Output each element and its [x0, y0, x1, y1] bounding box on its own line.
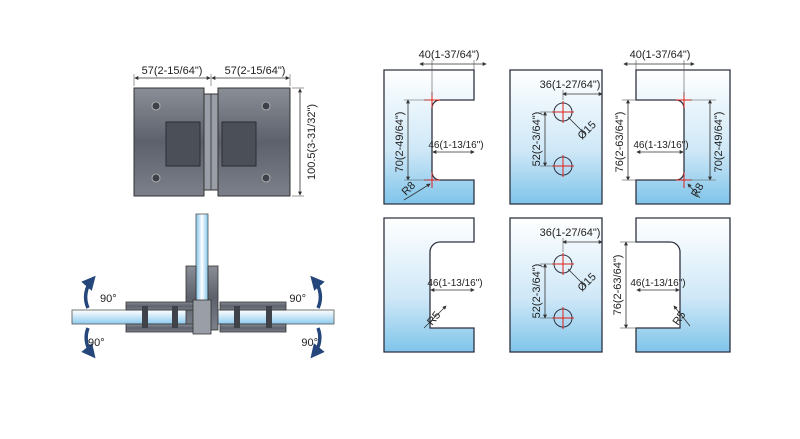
right-clamp-bottom — [219, 323, 287, 333]
p3-depth-dim-label: 46(1-13/16") — [633, 140, 688, 151]
hinge-width-left-label: 57(2-15/64") — [142, 65, 203, 77]
screw-icon — [151, 101, 161, 111]
screw-icon — [261, 101, 271, 111]
hinge-height-label: 100.5(3-31/32") — [306, 104, 318, 180]
p3-height-left-dim-label: 76(2-63/64") — [614, 112, 626, 173]
glass-cutout-panel-3: 40(1-37/64") 76(2-63/64") 46(1-13/16") 7… — [614, 49, 731, 205]
p4-depth-dim-label: 46(1-13/16") — [427, 278, 482, 289]
rotate-up-arrow-icon — [310, 275, 325, 309]
hinge-width-right-label: 57(2-15/64") — [225, 65, 286, 77]
rotate-down-arrow-icon — [310, 327, 325, 359]
p3-top-dim-label: 40(1-37/64") — [630, 49, 691, 61]
clamp-screw-icon — [142, 306, 148, 328]
p2-spacing-dim-label: 52(2-3/64") — [531, 112, 543, 167]
glass-cutout-panel-5: 36(1-27/64") 52(2-3/64") Ø15 — [509, 217, 603, 353]
glass-cutout-panel-2: 36(1-27/64") 52(2-3/64") Ø15 — [509, 69, 603, 205]
rotation-top-right-label: 90° — [289, 293, 306, 305]
hinge-right-clamp — [221, 121, 257, 167]
glass-cutout-panel-6: 76(2-63/64") 46(1-13/16") R5 — [612, 217, 731, 353]
p6-height-dim-label: 76(2-63/64") — [612, 255, 624, 316]
hinge-bracket-right — [207, 265, 219, 331]
p5-top-dim-label: 36(1-27/64") — [540, 227, 601, 239]
hinge-left-clamp — [165, 121, 201, 167]
right-clamp-top — [219, 301, 287, 311]
hinge-body-top-view — [192, 299, 212, 335]
left-clamp-top — [125, 301, 195, 311]
p5-spacing-dim-label: 52(2-3/64") — [531, 264, 543, 319]
rotation-bottom-left-label: 90° — [88, 337, 105, 349]
hinge-front-view: 57(2-15/64") 57(2-15/64") 100.5(3-31/32"… — [133, 65, 318, 197]
screw-icon — [151, 173, 161, 183]
glass-cutout-panel-1: 40(1-37/64") 70(2-49/64") 46(1-13/16") R… — [383, 49, 487, 205]
p1-height-dim-label: 70(2-49/64") — [394, 112, 406, 173]
rotation-top-left-label: 90° — [100, 293, 117, 305]
p1-top-dim-label: 40(1-37/64") — [419, 49, 480, 61]
clamp-screw-icon — [234, 306, 240, 328]
rotate-down-arrow-icon — [81, 327, 96, 359]
glass-panel-outline — [509, 217, 603, 353]
clamp-screw-icon — [266, 306, 272, 328]
rotation-bottom-right-label: 90° — [301, 337, 318, 349]
left-clamp-bottom — [125, 323, 195, 333]
glass-cutout-panel-4: 46(1-13/16") R5 — [383, 217, 483, 353]
screw-icon — [261, 173, 271, 183]
rotate-up-arrow-icon — [81, 275, 96, 309]
p2-top-dim-label: 36(1-27/64") — [540, 79, 601, 91]
p6-depth-dim-label: 46(1-13/16") — [630, 278, 685, 289]
glass-panel-outline — [383, 217, 475, 353]
p1-depth-dim-label: 46(1-13/16") — [428, 140, 483, 151]
glass-panel-outline — [635, 217, 731, 353]
clamp-screw-icon — [172, 306, 178, 328]
p3-height-right-dim-label: 70(2-49/64") — [713, 112, 725, 173]
hinge-top-view: 90° 90° 90° 90° — [71, 213, 335, 359]
